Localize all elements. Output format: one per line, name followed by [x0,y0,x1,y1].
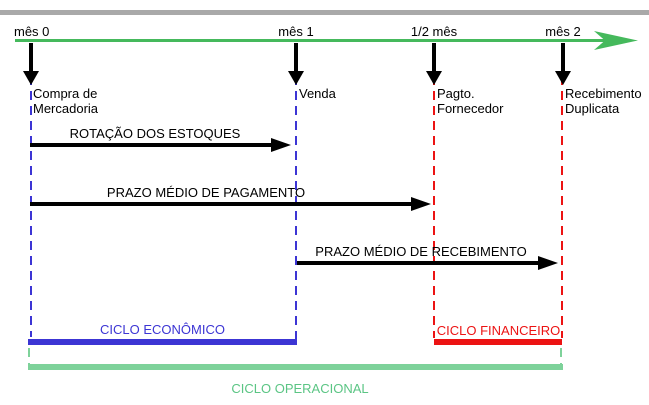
event-label-line: Mercadoria [33,101,99,116]
down-arrow-icon [294,43,298,71]
down-arrowhead-icon [426,71,442,85]
timeline-arrowhead-icon [594,31,638,50]
right-arrow-icon [30,143,271,147]
cycle-bar-financeiro [434,339,562,345]
right-arrowhead-icon [538,256,558,270]
cycle-bar-operacional [28,364,563,370]
right-arrowhead-icon [411,197,431,211]
cycle-label-financeiro: CICLO FINANCEIRO [436,323,561,338]
event-label-line: Fornecedor [437,101,504,116]
cycle-bar-economico [28,339,297,345]
top-divider-bar [0,10,649,15]
span-label-rotacao-estoques: ROTAÇÃO DOS ESTOQUES [69,126,241,141]
event-label-recebimento: Recebimento Duplicata [565,86,642,116]
dashed-guideline-meio-mes [433,46,435,338]
tick-mes-1: mês 1 [278,24,314,39]
tick-meio-mes: 1/2 mês [410,24,458,39]
span-label-prazo-pagamento: PRAZO MÉDIO DE PAGAMENTO [106,185,306,200]
event-label-compra: Compra de Mercadoria [33,86,98,116]
dashed-guideline-mes-2 [561,46,563,338]
event-label-pagto: Pagto. Fornecedor [437,86,503,116]
down-arrowhead-icon [23,71,39,85]
down-arrowhead-icon [288,71,304,85]
down-arrow-icon [29,43,33,71]
right-arrowhead-icon [271,138,291,152]
down-arrow-icon [432,43,436,71]
down-arrowhead-icon [555,71,571,85]
event-label-venda: Venda [299,86,336,101]
down-arrow-icon [561,43,565,71]
tick-mes-0: mês 0 [14,24,50,39]
event-label-line: Recebimento [565,86,642,101]
dashed-guideline-green-right [560,348,562,365]
cycle-label-operacional: CICLO OPERACIONAL [231,381,369,396]
cycle-label-economico: CICLO ECONÔMICO [100,322,225,337]
event-label-line: Compra de [33,86,98,101]
span-label-prazo-recebimento: PRAZO MÉDIO DE RECEBIMENTO [315,244,527,259]
tick-mes-2: mês 2 [545,24,581,39]
event-label-line: Pagto. [437,86,475,101]
event-label-line: Venda [299,86,336,101]
right-arrow-icon [30,202,411,206]
event-label-line: Duplicata [565,101,620,116]
dashed-guideline-green-left [28,348,30,365]
timeline-axis [15,39,612,42]
dashed-guideline-mes-1 [295,46,297,339]
dashed-guideline-mes-0 [30,46,32,337]
right-arrow-icon [297,261,538,265]
